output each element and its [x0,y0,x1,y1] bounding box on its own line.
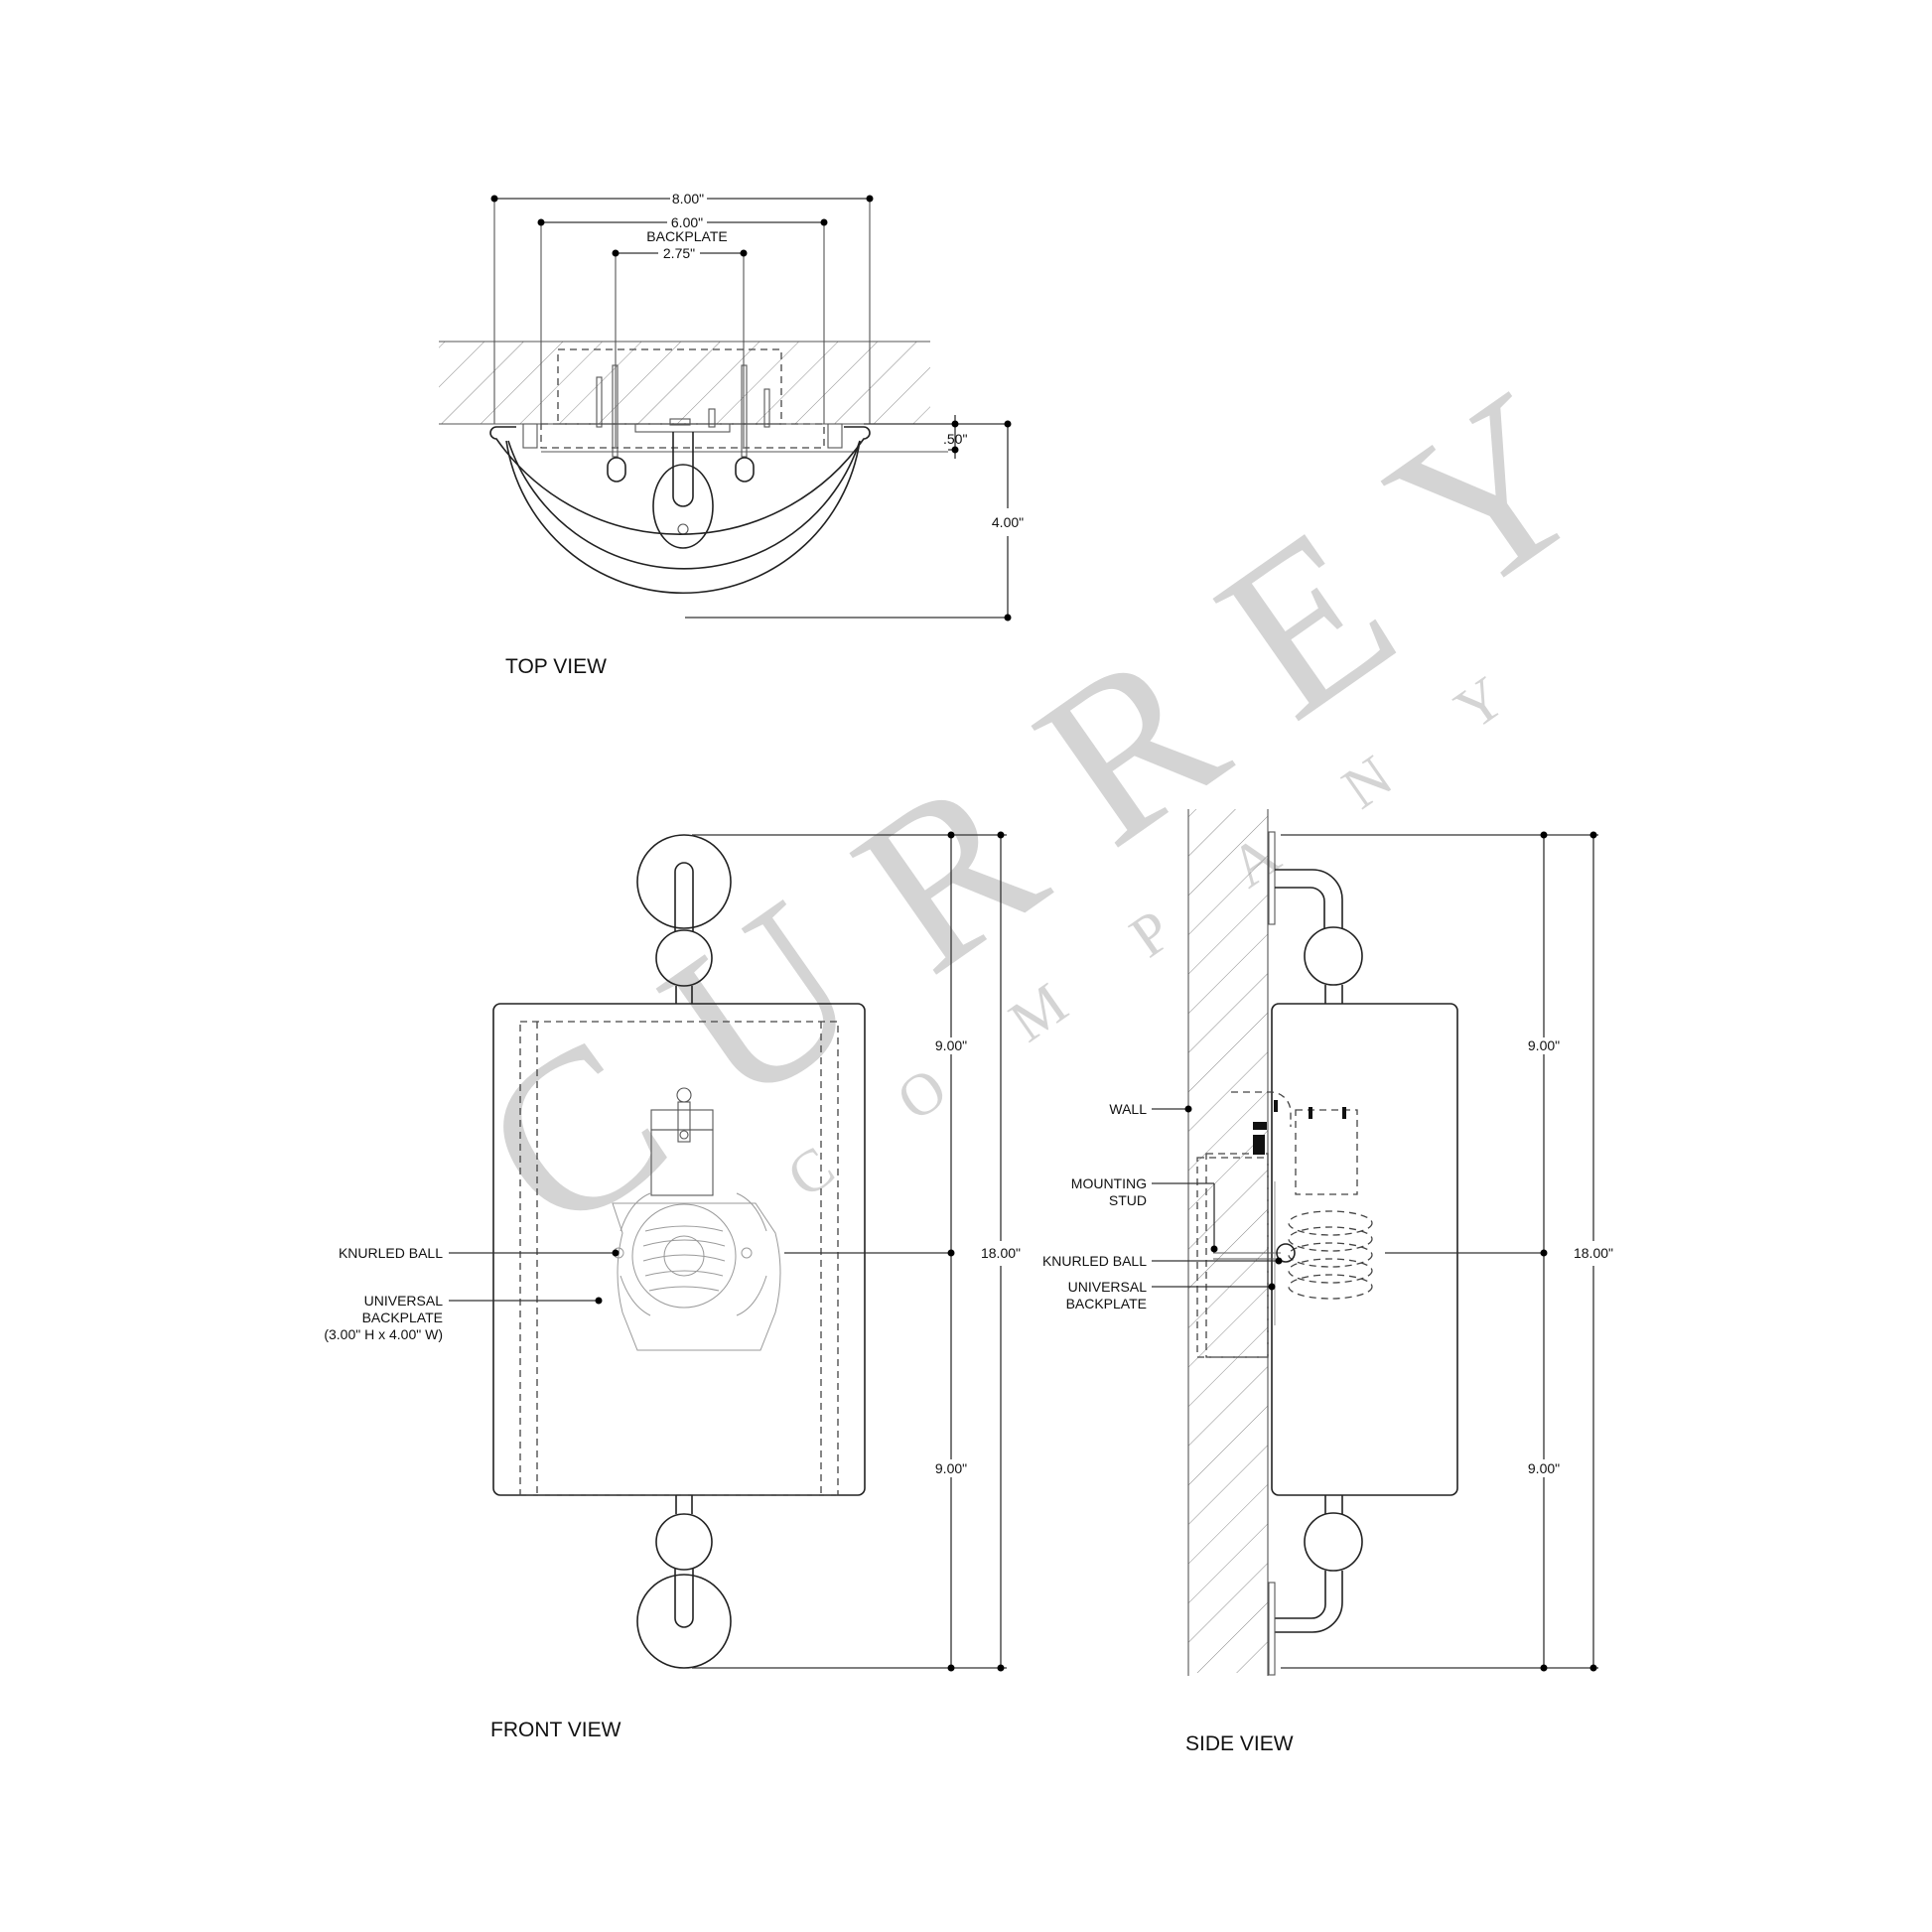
top-dim-275in: 2.75" [663,245,695,261]
front-view: 9.00" 9.00" 18.00" KNURLED BALL UNIVERSA… [324,831,1021,1741]
front-callout-universal-backplate: UNIVERSAL BACKPLATE (3.00" H x 4.00" W) [324,1293,603,1342]
front-socket [650,1087,714,1196]
front-view-title: FRONT VIEW [490,1719,621,1741]
front-label-backplate-size: (3.00" H x 4.00" W) [324,1326,443,1342]
side-dim-chain: 9.00" 9.00" [1528,831,1560,1672]
top-dim-6in: 6.00" [671,214,703,230]
side-callout-knurled-ball: KNURLED BALL [1042,1253,1283,1269]
side-label-universal: UNIVERSAL [1068,1279,1148,1295]
side-callout-universal-backplate: UNIVERSAL BACKPLATE [1066,1279,1276,1311]
top-dim-backplate-label: BACKPLATE [646,228,727,244]
front-label-universal: UNIVERSAL [364,1293,444,1309]
side-label-knurled-ball: KNURLED BALL [1042,1253,1147,1269]
side-label-stud: STUD [1109,1192,1147,1208]
top-dim-overall-width: 8.00" [490,191,874,207]
front-callout-knurled-ball: KNURLED BALL [339,1245,620,1261]
front-dim-lower: 9.00" [935,1460,967,1476]
front-label-knurled-ball: KNURLED BALL [339,1245,443,1261]
side-dim-upper: 9.00" [1528,1037,1560,1053]
top-dim-050in: .50" [943,431,967,447]
side-dim-lower: 9.00" [1528,1460,1560,1476]
top-dim-4in: 4.00" [992,514,1024,530]
watermark-brand: CURREY [439,304,1685,1282]
side-dim-18in: 18.00" [1574,1245,1613,1261]
side-internals [1196,1091,1373,1358]
top-wall-section [439,341,930,425]
side-dim-overall: 18.00" [1574,831,1613,1672]
side-label-mounting: MOUNTING [1071,1175,1147,1191]
side-view: 9.00" 9.00" 18.00" WALL MOUNTING STUD KN… [1042,809,1613,1755]
top-dim-stud-spacing: 2.75" [612,245,748,261]
side-view-title: SIDE VIEW [1185,1732,1294,1755]
top-dim-backplate-width: 6.00" BACKPLATE [537,214,828,244]
front-dim-upper: 9.00" [935,1037,967,1053]
top-dim-8in: 8.00" [672,191,704,207]
side-callout-mounting-stud: MOUNTING STUD [1071,1175,1218,1253]
front-label-backplate: BACKPLATE [362,1310,443,1325]
front-dim-chain: 9.00" 9.00" [935,831,967,1672]
top-view-title: TOP VIEW [505,655,607,678]
side-label-wall: WALL [1109,1101,1147,1117]
side-wall-section [1187,809,1269,1676]
front-dim-overall: 18.00" [981,831,1021,1672]
top-dim-depth: .50" 4.00" [685,415,1024,621]
side-label-backplate: BACKPLATE [1066,1296,1147,1311]
side-callout-wall: WALL [1109,1101,1192,1117]
front-dim-18in: 18.00" [981,1245,1021,1261]
front-universal-backplate [612,1192,781,1351]
top-view: 8.00" 6.00" BACKPLATE 2.75" .50" 4.00" [439,191,1024,678]
